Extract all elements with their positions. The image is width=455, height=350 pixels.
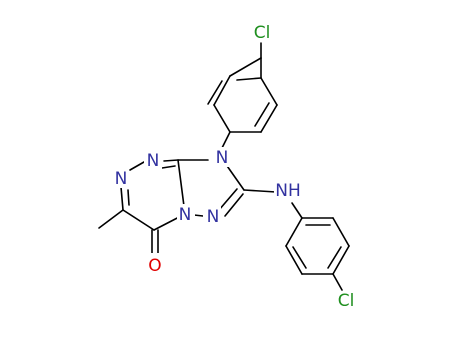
label-bg	[145, 253, 165, 275]
chlorine-label-bottom: Cl	[338, 291, 355, 311]
bond-nh-ring	[291, 202, 303, 219]
bond	[332, 245, 350, 275]
bond	[127, 189, 130, 206]
nitrogen-label-n1: N	[147, 151, 160, 171]
nitrogen-label-n9: N	[216, 148, 229, 168]
label-bg	[111, 168, 129, 188]
bond	[260, 104, 278, 133]
bond	[236, 77, 262, 81]
bond	[327, 246, 342, 269]
label-bg	[212, 147, 230, 167]
bond	[260, 77, 278, 106]
bond	[224, 193, 244, 217]
bond	[207, 80, 223, 105]
bond	[163, 159, 179, 162]
bond	[129, 161, 145, 171]
nitrogen-label-n2: N	[115, 169, 128, 189]
label-bg	[333, 291, 361, 313]
label-bg	[274, 180, 304, 202]
triazinone-ring	[120, 159, 186, 231]
amino-nh-label: NH	[275, 181, 301, 201]
bond	[224, 162, 245, 191]
bond	[120, 186, 124, 211]
bond-ring-n9	[221, 131, 231, 149]
bond	[218, 188, 238, 211]
label-bg	[203, 206, 221, 226]
label-bg	[248, 22, 276, 42]
nitrogen-label-n5: N	[179, 205, 192, 225]
nitrogen-label-n6: N	[207, 207, 220, 227]
label-bg	[177, 204, 195, 224]
bond	[213, 75, 231, 106]
methyl-bond	[98, 209, 124, 229]
bond	[254, 102, 270, 127]
bond	[229, 57, 262, 77]
bond	[122, 209, 155, 231]
bond	[213, 104, 231, 133]
atom-labels: Cl N N N N N NH O Cl	[111, 22, 361, 313]
bond-to-cl	[332, 273, 343, 291]
bond-c7-nh	[243, 189, 277, 193]
oxygen-label: O	[148, 256, 161, 276]
bond	[285, 245, 303, 275]
bond	[292, 246, 307, 269]
bond	[161, 165, 176, 169]
label-bg	[144, 150, 162, 170]
bond	[285, 217, 303, 247]
bond	[332, 217, 350, 247]
top-chlorophenyl-ring	[207, 42, 278, 133]
chlorine-label-top: Cl	[254, 23, 271, 43]
bottom-chlorophenyl-ring	[285, 217, 350, 291]
